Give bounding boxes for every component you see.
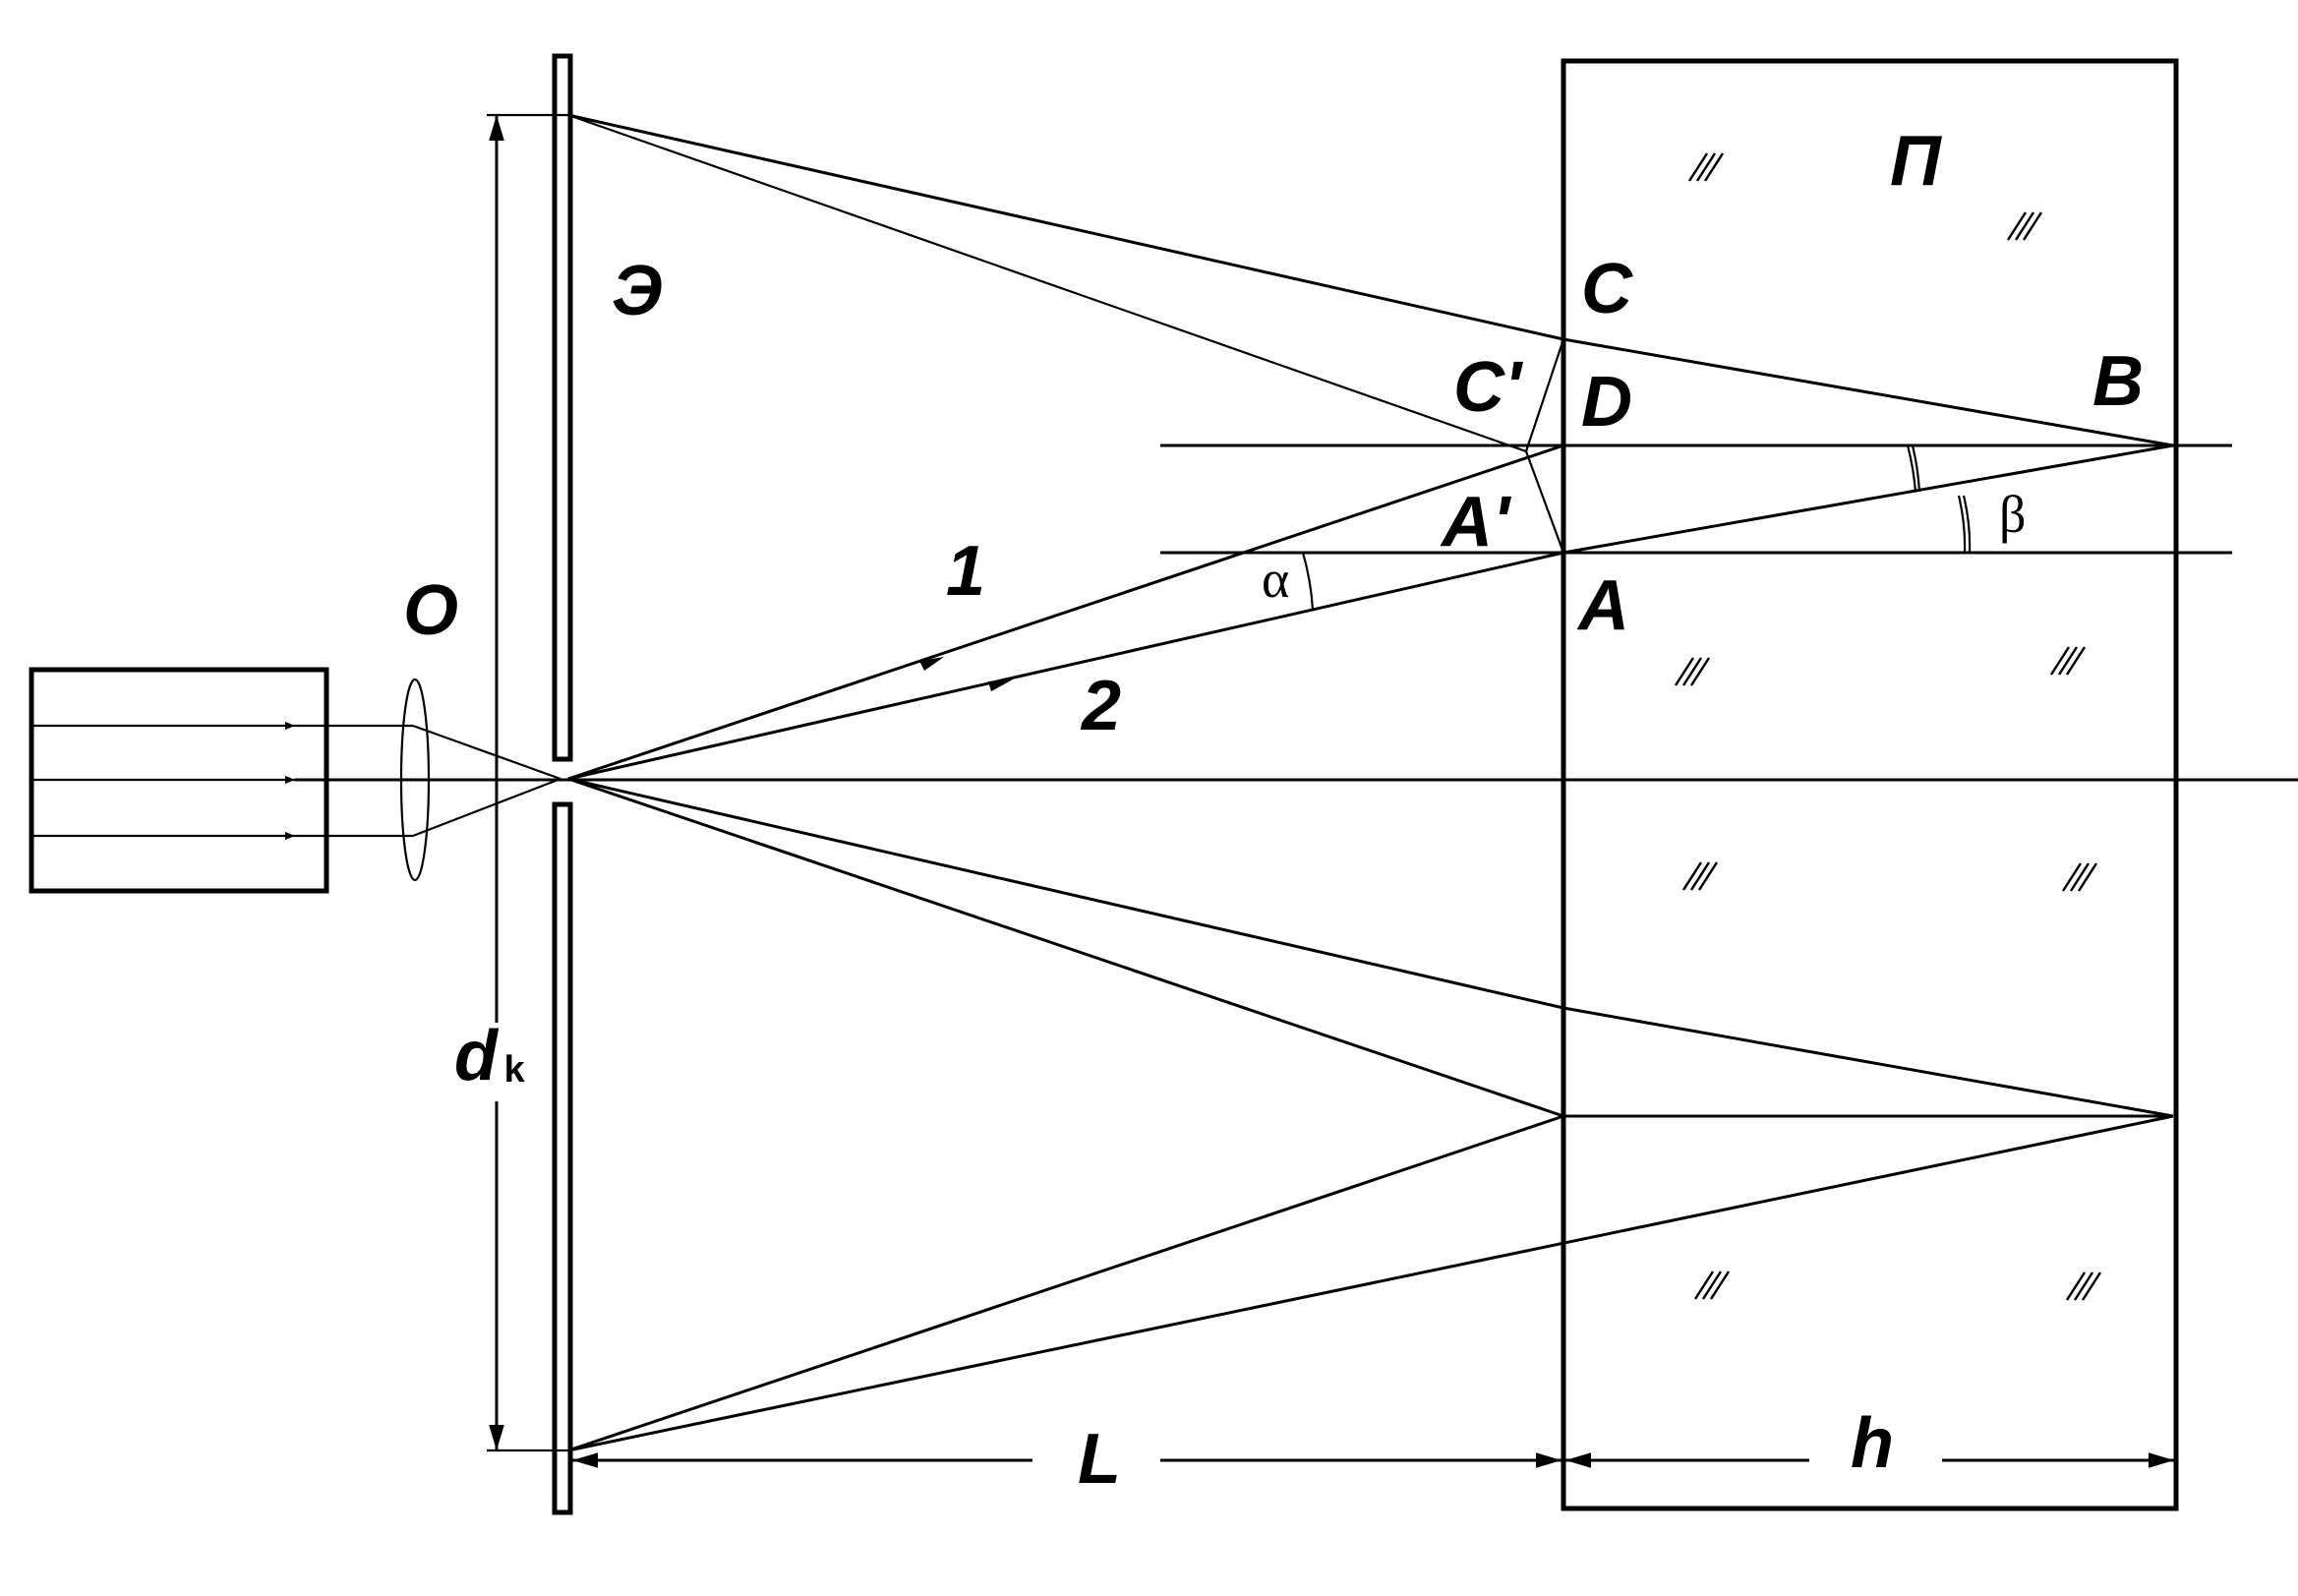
glass-hatch-marks xyxy=(1674,152,2102,1301)
hatch-mark xyxy=(2006,211,2043,241)
hatch-mark xyxy=(1687,152,1725,182)
label-dim-d: d k xyxy=(454,1017,526,1095)
screen xyxy=(552,53,573,1515)
label-point-a: A xyxy=(1576,566,1629,645)
label-ray-2: 2 xyxy=(1080,667,1121,745)
label-point-a-prime: A' xyxy=(1440,483,1512,562)
label-angle-alpha: α xyxy=(1262,550,1289,609)
upper-rays xyxy=(567,113,2174,781)
label-point-c-prime: C' xyxy=(1453,348,1524,427)
hatch-mark xyxy=(2049,646,2087,676)
label-lens: O xyxy=(403,571,458,650)
label-dim-L: L xyxy=(1078,1420,1121,1499)
label-point-b: B xyxy=(2092,342,2144,421)
label-dim-d-main: d xyxy=(454,1017,500,1095)
label-dim-d-sub: k xyxy=(503,1051,526,1094)
hatch-mark xyxy=(1693,1271,1731,1300)
angle-beta-arc xyxy=(1906,444,1972,554)
label-angle-beta: β xyxy=(1999,485,2026,544)
hatch-mark xyxy=(2065,1271,2102,1301)
dim-d-line xyxy=(487,113,570,1452)
label-dim-h: h xyxy=(1851,1404,1894,1483)
hatch-mark xyxy=(1674,657,1711,686)
angle-alpha-arc xyxy=(1301,552,1315,611)
focusing-rays xyxy=(412,724,561,838)
label-point-d: D xyxy=(1581,363,1632,442)
label-ray-1: 1 xyxy=(946,532,985,611)
label-screen: Э xyxy=(612,252,663,330)
reference-lines xyxy=(1160,443,2232,1118)
hatch-mark xyxy=(2061,862,2098,892)
ray-arrows xyxy=(919,657,1013,691)
label-plate: П xyxy=(1890,122,1943,201)
label-point-c: C xyxy=(1581,250,1633,328)
plate xyxy=(1561,58,2179,1511)
lower-rays xyxy=(567,777,2174,1452)
hatch-mark xyxy=(1681,861,1719,891)
